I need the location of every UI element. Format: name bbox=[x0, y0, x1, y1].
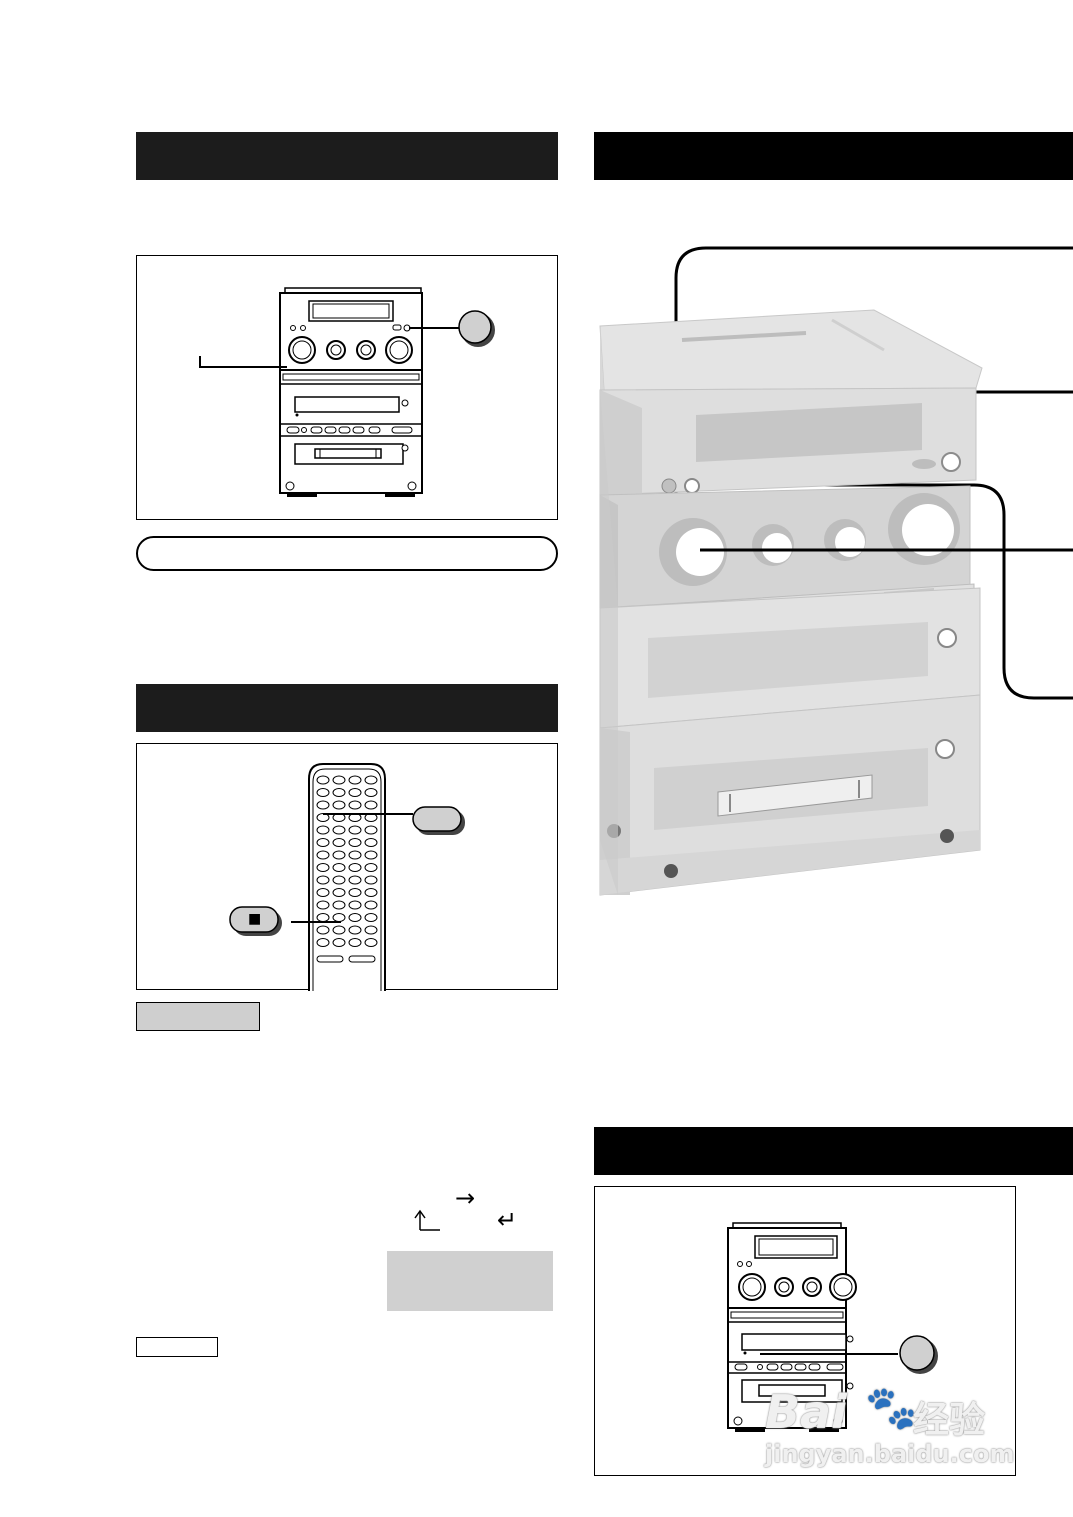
remote-key bbox=[348, 913, 362, 922]
remote-key bbox=[348, 838, 362, 847]
remote-control-drawing bbox=[229, 763, 465, 991]
remote-key bbox=[348, 863, 362, 872]
remote-key bbox=[332, 875, 346, 885]
stop-symbol-icon: ■ bbox=[248, 911, 262, 927]
remote-key-wide bbox=[348, 955, 376, 963]
remote-key bbox=[316, 775, 330, 785]
remote-key bbox=[332, 850, 346, 860]
arrow-up-left-icon bbox=[414, 1209, 440, 1231]
remote-key bbox=[364, 925, 378, 935]
remote-key bbox=[364, 800, 378, 810]
remote-key bbox=[364, 913, 378, 922]
section-header-bar-bottom-right bbox=[594, 1127, 1073, 1175]
remote-key bbox=[348, 825, 362, 835]
remote-key bbox=[348, 900, 362, 910]
section-header-bar-top-right bbox=[594, 132, 1073, 180]
remote-key bbox=[364, 825, 378, 835]
stereo-unit-large-drawing bbox=[599, 246, 1073, 896]
remote-key bbox=[332, 925, 346, 935]
remote-key bbox=[332, 800, 346, 810]
gray-display-panel bbox=[387, 1251, 553, 1311]
remote-key bbox=[348, 938, 362, 947]
small-label-box bbox=[136, 1337, 218, 1357]
remote-key bbox=[316, 800, 330, 810]
remote-key bbox=[332, 888, 346, 897]
figure-remote-control: ■ bbox=[136, 743, 558, 991]
remote-key bbox=[348, 925, 362, 935]
remote-key-wide bbox=[316, 955, 344, 963]
figure-power-unit bbox=[136, 255, 558, 520]
remote-key bbox=[332, 825, 346, 835]
watermark-paw-icon: 🐾 bbox=[865, 1383, 918, 1432]
remote-key bbox=[348, 775, 362, 785]
stereo-unit-small-drawing bbox=[199, 287, 495, 497]
remote-key bbox=[316, 913, 330, 922]
remote-key bbox=[316, 938, 330, 947]
section-header-bar-middle-left bbox=[136, 684, 558, 732]
remote-key bbox=[364, 863, 378, 872]
remote-key bbox=[316, 825, 330, 835]
note-rounded-box bbox=[136, 536, 558, 571]
remote-key bbox=[316, 900, 330, 910]
remote-key bbox=[364, 875, 378, 885]
figure-stereo-unit-bottom: Bai 🐾 经验 jingyan.baidu.com bbox=[594, 1186, 1016, 1476]
remote-key bbox=[316, 838, 330, 847]
watermark-brand: Bai bbox=[765, 1385, 847, 1439]
remote-key bbox=[316, 863, 330, 872]
remote-key bbox=[364, 888, 378, 897]
remote-key bbox=[348, 788, 362, 797]
arrow-right-icon: → bbox=[455, 1184, 476, 1212]
watermark-url: jingyan.baidu.com bbox=[765, 1440, 1015, 1468]
remote-key bbox=[316, 875, 330, 885]
remote-key bbox=[332, 900, 346, 910]
stereo-unit-small-drawing-2 bbox=[727, 1222, 938, 1432]
remote-key bbox=[348, 850, 362, 860]
remote-key bbox=[316, 888, 330, 897]
note-label-gray bbox=[136, 1002, 260, 1031]
remote-key bbox=[332, 838, 346, 847]
remote-key bbox=[348, 800, 362, 810]
remote-key bbox=[364, 775, 378, 785]
section-header-bar-top-left bbox=[136, 132, 558, 180]
remote-key bbox=[316, 850, 330, 860]
watermark-brand-suffix: 经验 bbox=[913, 1400, 986, 1441]
remote-key bbox=[364, 938, 378, 947]
remote-key bbox=[348, 888, 362, 897]
remote-key bbox=[332, 775, 346, 785]
remote-key bbox=[332, 863, 346, 872]
remote-key bbox=[332, 788, 346, 797]
remote-key bbox=[332, 938, 346, 947]
remote-key bbox=[316, 788, 330, 797]
remote-key bbox=[364, 788, 378, 797]
remote-key bbox=[348, 875, 362, 885]
remote-key bbox=[364, 850, 378, 860]
arrow-return-icon: ↵ bbox=[497, 1206, 518, 1234]
remote-key bbox=[364, 900, 378, 910]
remote-key bbox=[332, 913, 346, 922]
remote-key bbox=[316, 925, 330, 935]
remote-key bbox=[364, 838, 378, 847]
